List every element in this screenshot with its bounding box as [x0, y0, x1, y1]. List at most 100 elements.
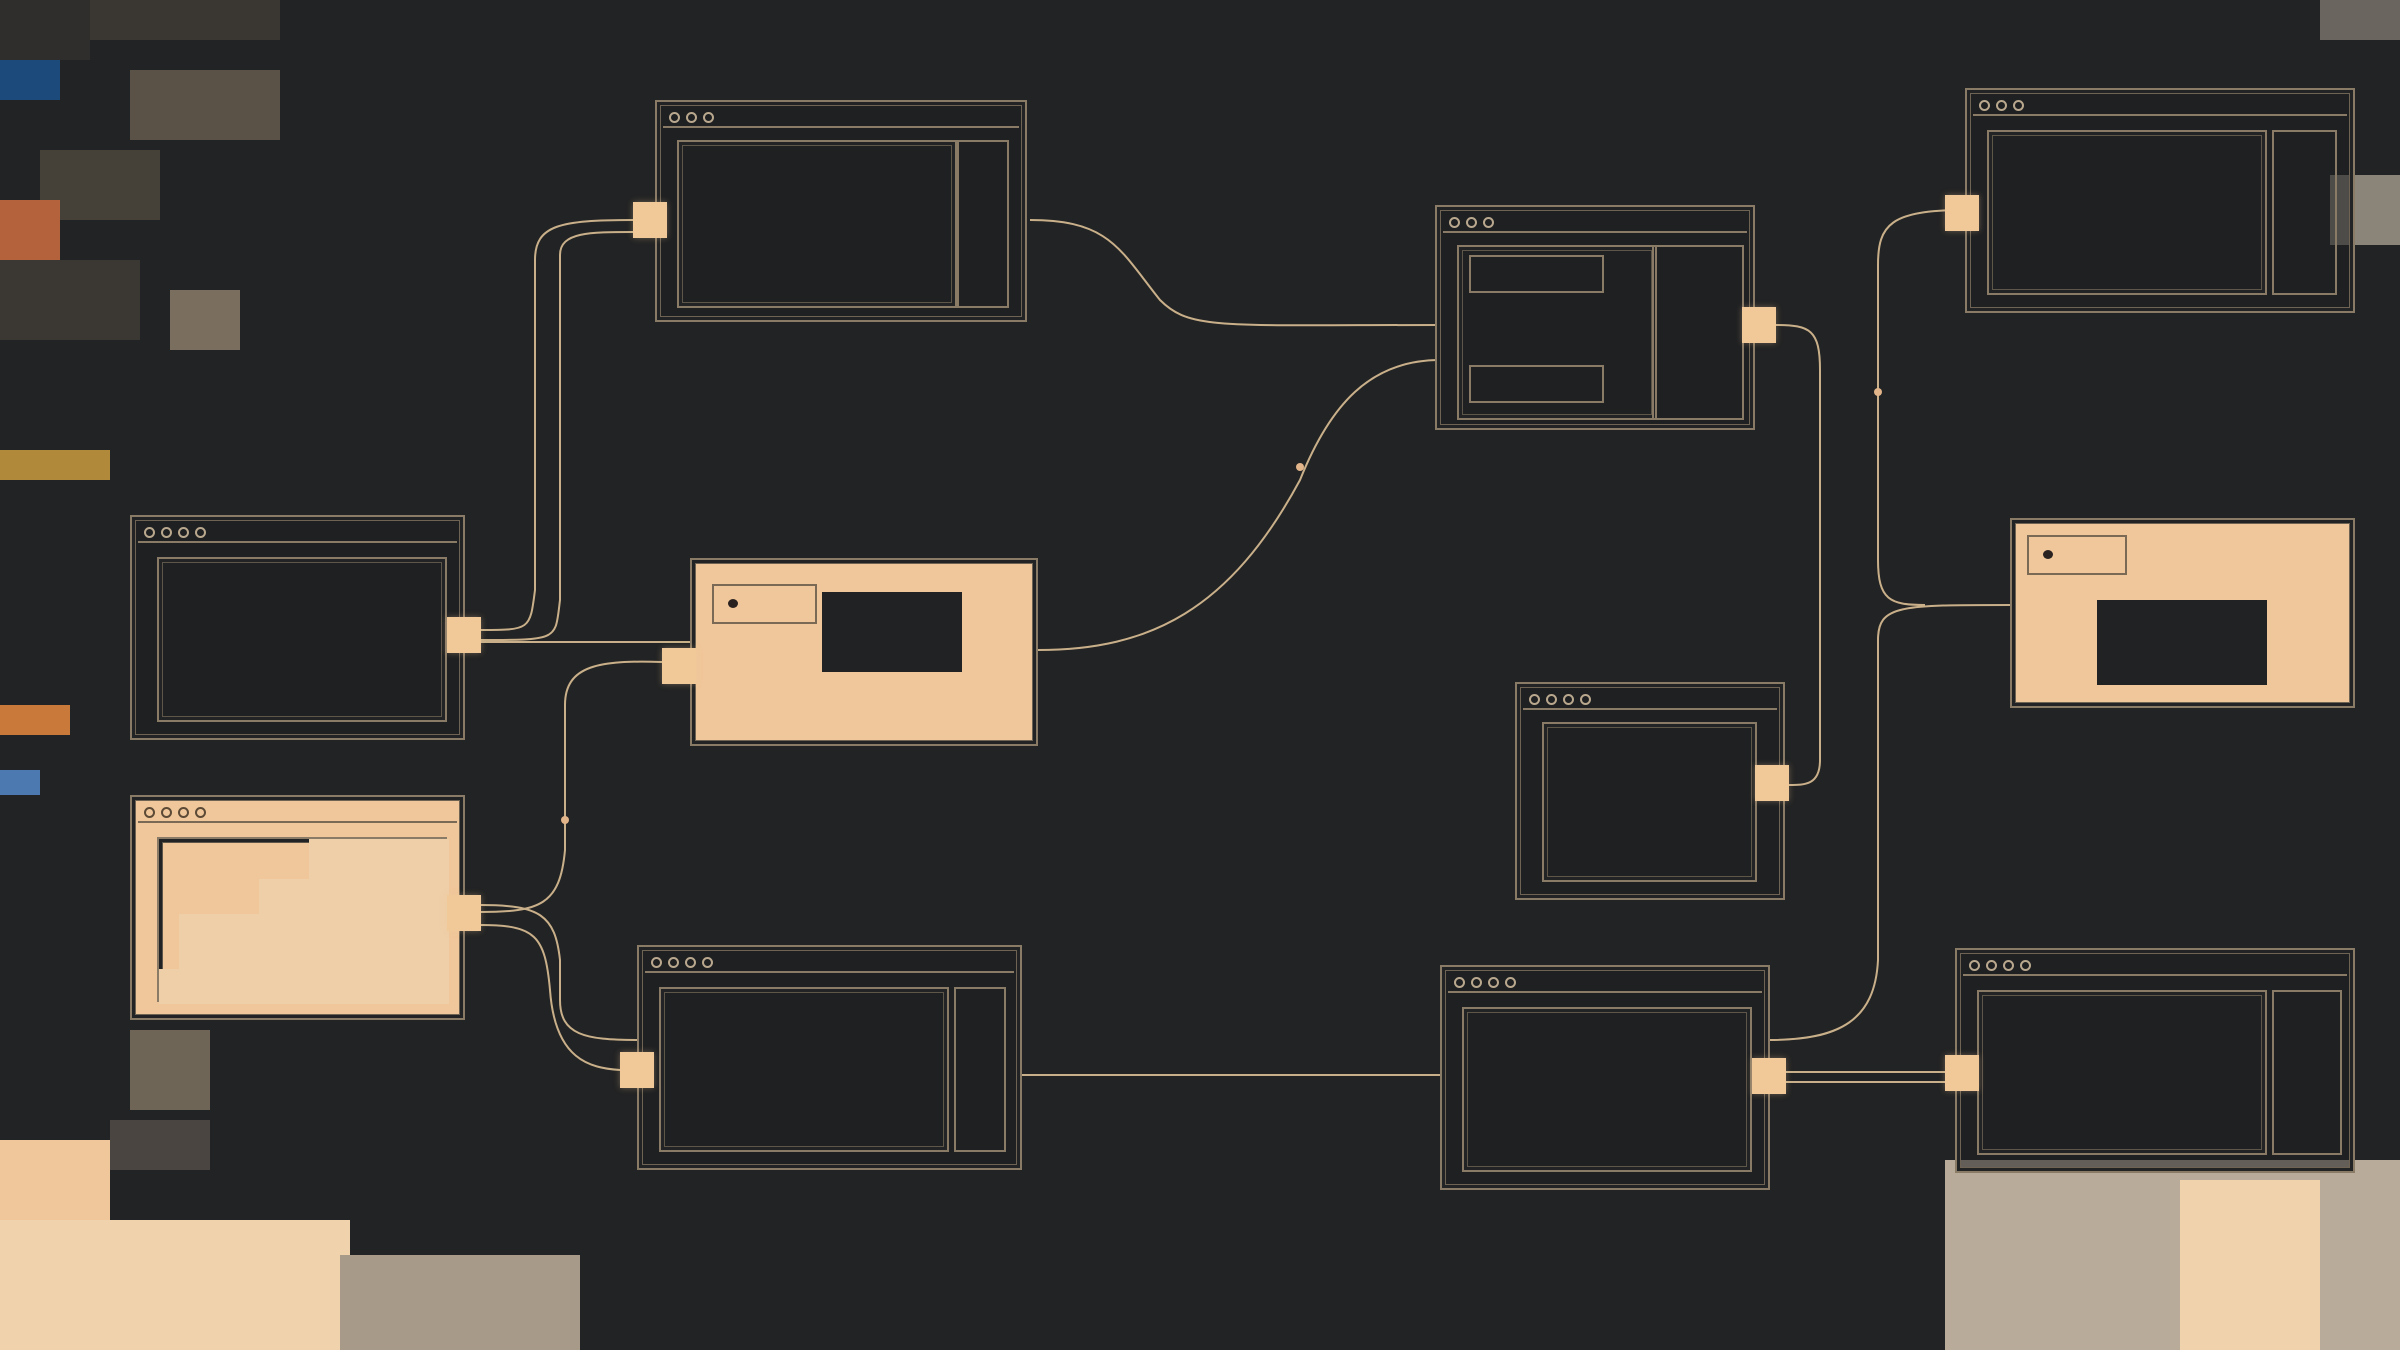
lit-pixel-block — [159, 969, 179, 1004]
window-control-dot-icon[interactable] — [1449, 216, 1460, 228]
window-control-dot-icon[interactable] — [195, 526, 206, 538]
window-control-dot-icon[interactable] — [195, 806, 206, 818]
node-top-left-window[interactable] — [655, 100, 1027, 322]
window-mini-tab — [712, 584, 817, 624]
window-control-dot-icon[interactable] — [668, 956, 679, 968]
window-side-panel — [1652, 245, 1744, 420]
port-center-in-handle-icon[interactable] — [662, 648, 696, 684]
window-control-dot-icon[interactable] — [1529, 693, 1540, 705]
lit-pixel-block — [179, 914, 259, 1004]
window-title-bar — [1963, 956, 2347, 976]
window-control-dot-icon[interactable] — [1454, 976, 1465, 988]
window-control-dot-icon[interactable] — [161, 806, 172, 818]
window-content-pane — [1457, 245, 1657, 420]
window-control-dot-icon[interactable] — [702, 956, 713, 968]
connector-wire-4[interactable] — [479, 660, 663, 913]
window-control-dot-icon[interactable] — [1986, 959, 1997, 971]
window-title-bar — [138, 523, 457, 543]
window-content-pane — [1542, 722, 1757, 882]
window-control-dot-icon[interactable] — [2003, 959, 2014, 971]
window-list-row — [1469, 365, 1604, 403]
window-control-dot-icon[interactable] — [1580, 693, 1591, 705]
connector-wire-2[interactable] — [479, 231, 634, 641]
window-control-dot-icon[interactable] — [686, 111, 697, 123]
node-top-right-window[interactable] — [1965, 88, 2355, 313]
dark-content-block — [2097, 600, 2267, 685]
record-dot-icon — [728, 599, 738, 608]
window-control-dot-icon[interactable] — [1969, 959, 1980, 971]
window-control-dot-icon[interactable] — [703, 111, 714, 123]
window-control-dot-icon[interactable] — [1471, 976, 1482, 988]
port-left-upper-out-handle-icon[interactable] — [447, 617, 481, 653]
window-content-pane — [157, 557, 447, 722]
port-top-right-in-handle-icon[interactable] — [1945, 195, 1979, 231]
port-bottom-center-right-out-handle-icon[interactable] — [1752, 1058, 1786, 1094]
node-bottom-center-right-window[interactable] — [1440, 965, 1770, 1190]
node-top-center-window[interactable] — [1435, 205, 1755, 430]
lit-pixel-block — [309, 839, 449, 1004]
window-content-pane — [157, 837, 449, 1004]
window-title-bar — [645, 953, 1014, 973]
port-top-center-out-handle-icon[interactable] — [1742, 307, 1776, 343]
window-control-dot-icon[interactable] — [669, 111, 680, 123]
window-content-pane — [677, 140, 957, 308]
connector-wire-6[interactable] — [479, 924, 621, 1071]
port-top-left-in-handle-icon[interactable] — [633, 202, 667, 238]
window-control-dot-icon[interactable] — [178, 526, 189, 538]
window-control-dot-icon[interactable] — [2013, 99, 2024, 111]
connector-wire-7[interactable] — [1029, 219, 1441, 327]
record-dot-icon — [2043, 550, 2053, 559]
window-side-panel — [957, 140, 1009, 308]
window-title-bar — [1523, 690, 1777, 710]
node-right-middle-window[interactable] — [1515, 682, 1785, 900]
window-title-bar — [1443, 213, 1747, 233]
window-control-dot-icon[interactable] — [1483, 216, 1494, 228]
window-control-dot-icon[interactable] — [1488, 976, 1499, 988]
node-bottom-right-window[interactable] — [1955, 948, 2355, 1173]
window-content-pane — [659, 987, 949, 1152]
connector-wire-1[interactable] — [479, 219, 634, 631]
node-bottom-center-left-window[interactable] — [637, 945, 1022, 1170]
wire-junction-dot-1 — [561, 816, 569, 824]
window-side-panel — [954, 987, 1006, 1152]
connector-wire-12[interactable] — [1877, 209, 1966, 606]
window-control-dot-icon[interactable] — [1505, 976, 1516, 988]
window-control-dot-icon[interactable] — [1563, 693, 1574, 705]
window-content-pane — [1977, 990, 2267, 1155]
port-left-lower-out-handle-icon[interactable] — [447, 895, 481, 931]
window-side-panel — [2272, 990, 2342, 1155]
connector-wire-5[interactable] — [479, 904, 638, 1041]
window-control-dot-icon[interactable] — [144, 526, 155, 538]
window-title-bar — [1448, 973, 1762, 993]
window-control-dot-icon[interactable] — [1466, 216, 1477, 228]
connector-wire-11[interactable] — [1769, 604, 2011, 1041]
window-title-bar — [663, 108, 1019, 128]
port-bottom-right-in-handle-icon[interactable] — [1945, 1055, 1979, 1091]
node-center-window[interactable] — [690, 558, 1038, 746]
window-control-dot-icon[interactable] — [161, 526, 172, 538]
wire-junction-dot-2 — [1296, 463, 1304, 471]
node-right-lit-window[interactable] — [2010, 518, 2355, 708]
node-left-upper-window[interactable] — [130, 515, 465, 740]
window-mini-tab — [2027, 535, 2127, 575]
window-control-dot-icon[interactable] — [651, 956, 662, 968]
window-control-dot-icon[interactable] — [685, 956, 696, 968]
window-control-dot-icon[interactable] — [1979, 99, 1990, 111]
window-side-panel — [2272, 130, 2337, 295]
window-list-row — [1469, 255, 1604, 293]
port-right-middle-out-handle-icon[interactable] — [1755, 765, 1789, 801]
window-title-bar — [1973, 96, 2347, 116]
wire-junction-dot-3 — [1874, 388, 1882, 396]
node-left-lower-window[interactable] — [130, 795, 465, 1020]
connector-wire-9[interactable] — [1775, 324, 1821, 786]
window-control-dot-icon[interactable] — [144, 806, 155, 818]
window-control-dot-icon[interactable] — [1546, 693, 1557, 705]
window-content-pane — [1987, 130, 2267, 295]
window-control-dot-icon[interactable] — [1996, 99, 2007, 111]
connector-wire-8[interactable] — [1037, 359, 1441, 651]
window-control-dot-icon[interactable] — [178, 806, 189, 818]
window-control-dot-icon[interactable] — [2020, 959, 2031, 971]
port-bottom-center-left-in-handle-icon[interactable] — [620, 1052, 654, 1088]
dark-content-block — [822, 592, 962, 672]
